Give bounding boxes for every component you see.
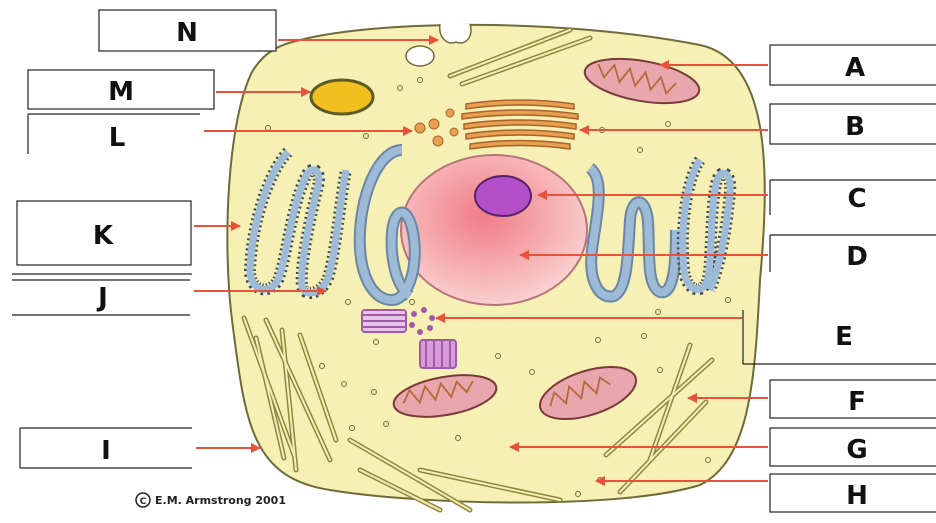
label-box-i[interactable]: I	[20, 428, 192, 468]
label-box-f[interactable]: F	[770, 380, 936, 418]
label-box-k[interactable]: K	[12, 201, 192, 274]
label-i: I	[101, 436, 111, 466]
label-box-j[interactable]: J	[12, 280, 190, 315]
nucleolus	[475, 176, 531, 216]
copyright-symbol: C	[140, 497, 147, 507]
label-e: E	[835, 322, 853, 352]
label-f: F	[848, 387, 866, 417]
label-box-l[interactable]: L	[28, 114, 200, 154]
label-j: J	[96, 283, 108, 313]
label-box-b[interactable]: B	[770, 104, 936, 144]
label-box-d[interactable]: D	[770, 235, 936, 272]
label-box-e[interactable]: E	[743, 310, 936, 364]
label-box-a[interactable]: A	[770, 45, 936, 85]
label-c: C	[847, 184, 866, 214]
label-k: K	[93, 221, 114, 251]
label-box-c[interactable]: C	[770, 180, 936, 215]
label-l: L	[109, 123, 126, 153]
label-a: A	[845, 53, 865, 83]
label-n: N	[176, 18, 198, 48]
label-box-h[interactable]: H	[770, 474, 936, 512]
vesicle	[406, 46, 434, 66]
pinocytosis-vesicle	[440, 24, 471, 43]
label-b: B	[845, 112, 865, 142]
label-h: H	[846, 481, 868, 511]
label-box-g[interactable]: G	[770, 428, 936, 466]
label-d: D	[846, 242, 868, 272]
label-box-m[interactable]: M	[28, 70, 214, 109]
vacuole	[311, 80, 373, 114]
label-box-n[interactable]: N	[99, 10, 276, 51]
copyright-credit: C E.M. Armstrong 2001	[136, 493, 286, 507]
label-m: M	[108, 77, 134, 107]
label-g: G	[846, 435, 867, 465]
credit-text: E.M. Armstrong 2001	[155, 494, 286, 507]
